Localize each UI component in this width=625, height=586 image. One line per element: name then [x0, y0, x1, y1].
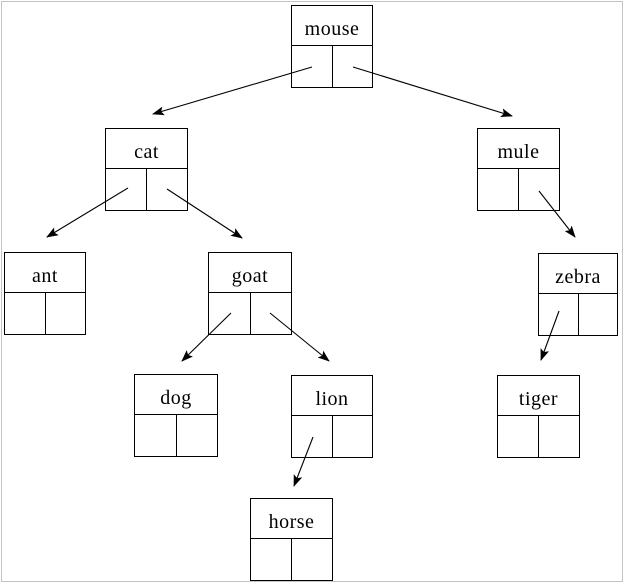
right-pointer-cell — [579, 294, 618, 335]
pointer-cells — [477, 169, 560, 211]
tree-node-goat: goat — [208, 252, 292, 335]
right-pointer-cell — [147, 169, 187, 210]
tree-node-mouse: mouse — [291, 5, 373, 88]
left-pointer-cell — [135, 415, 177, 456]
left-pointer-cell — [539, 294, 579, 335]
left-pointer-cell — [292, 416, 333, 457]
node-label: ant — [4, 252, 86, 293]
right-pointer-cell — [333, 416, 373, 457]
left-pointer-cell — [478, 169, 519, 210]
node-label: mule — [477, 128, 560, 169]
tree-node-lion: lion — [291, 375, 373, 458]
tree-node-tiger: tiger — [497, 375, 580, 458]
tree-node-ant: ant — [4, 252, 86, 335]
node-label: tiger — [497, 375, 580, 416]
node-label: goat — [208, 252, 292, 293]
left-pointer-cell — [106, 169, 147, 210]
node-label: lion — [291, 375, 373, 416]
left-pointer-cell — [292, 46, 333, 87]
pointer-cells — [538, 294, 618, 336]
right-pointer-cell — [46, 293, 86, 334]
right-pointer-cell — [292, 539, 332, 580]
right-pointer-cell — [539, 416, 579, 457]
pointer-cells — [291, 416, 373, 458]
node-label: horse — [250, 498, 333, 539]
right-pointer-cell — [251, 293, 292, 334]
right-pointer-cell — [519, 169, 559, 210]
node-label: dog — [134, 374, 218, 415]
left-pointer-cell — [498, 416, 539, 457]
node-label: mouse — [291, 5, 373, 46]
pointer-cells — [105, 169, 188, 211]
right-pointer-cell — [333, 46, 373, 87]
pointer-cells — [497, 416, 580, 458]
pointer-cells — [250, 539, 333, 581]
left-pointer-cell — [5, 293, 46, 334]
node-label: cat — [105, 128, 188, 169]
tree-node-dog: dog — [134, 374, 218, 457]
tree-node-mule: mule — [477, 128, 560, 211]
right-pointer-cell — [177, 415, 218, 456]
pointer-cells — [4, 293, 86, 335]
pointer-cells — [208, 293, 292, 335]
left-pointer-cell — [209, 293, 251, 334]
tree-node-zebra: zebra — [538, 253, 618, 336]
pointer-cells — [134, 415, 218, 457]
pointer-cells — [291, 46, 373, 88]
left-pointer-cell — [251, 539, 292, 580]
tree-node-cat: cat — [105, 128, 188, 211]
tree-node-horse: horse — [250, 498, 333, 581]
node-label: zebra — [538, 253, 618, 294]
